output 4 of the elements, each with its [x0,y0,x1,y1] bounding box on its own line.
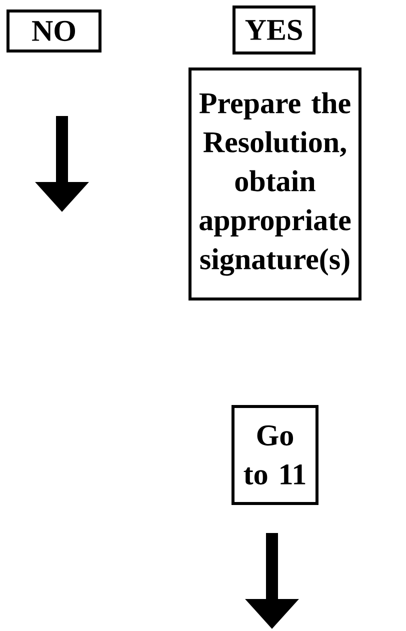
process-box: Prepare the Resolution, obtain appropriate signature(s) [188,68,362,300]
process-box: YES [232,6,316,54]
process-box: Go to 11 [232,405,318,505]
process-box: NO [6,10,102,52]
